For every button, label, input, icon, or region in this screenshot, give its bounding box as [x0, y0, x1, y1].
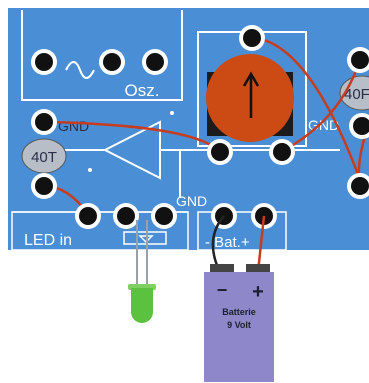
- transistor-40f: 40F: [339, 75, 369, 111]
- right-pad-mid[interactable]: [349, 113, 369, 139]
- gnd-mid-label: GND: [176, 193, 207, 209]
- circuit-board: [8, 8, 369, 250]
- led-pad-1[interactable]: [75, 203, 101, 229]
- transistor-pad-top[interactable]: [31, 109, 57, 135]
- gnd-left-label: GND: [58, 118, 89, 134]
- transistor-pad-bottom[interactable]: [31, 173, 57, 199]
- transistor-left-label: 40T: [31, 149, 57, 166]
- amplifier-symbol: [60, 111, 340, 198]
- solder-pads: [31, 25, 369, 229]
- led-pad-3[interactable]: [151, 203, 177, 229]
- battery-voltage: 9 Volt: [227, 320, 251, 330]
- wave-icon: [65, 61, 95, 79]
- battery-zone: [197, 211, 287, 251]
- potentiometer-block: [197, 31, 307, 147]
- osc-pad-3[interactable]: [142, 49, 168, 75]
- led-pad-2[interactable]: [113, 203, 139, 229]
- pot-pad-top[interactable]: [239, 25, 265, 51]
- battery-body: [204, 272, 274, 382]
- pot-pad-left[interactable]: [207, 139, 233, 165]
- osc-pad-2[interactable]: [99, 49, 125, 75]
- battery-area-label: - Bat.+: [205, 234, 250, 251]
- transistor-40t: 40T: [21, 138, 67, 174]
- right-pad-top[interactable]: [347, 47, 369, 73]
- led-component[interactable]: [128, 220, 156, 323]
- green-led-icon: [131, 288, 153, 323]
- battery-plus-symbol: +: [252, 281, 264, 303]
- pot-pad-right[interactable]: [269, 139, 295, 165]
- oscillator-block: Osz.: [21, 10, 183, 101]
- transistor-right-label: 40F: [344, 86, 369, 103]
- osc-pad-1[interactable]: [31, 49, 57, 75]
- oscillator-label: Osz.: [125, 81, 160, 100]
- battery-9v[interactable]: − + Batterie 9 Volt: [204, 264, 274, 382]
- arrow-up-icon: [242, 71, 260, 118]
- battery-minus-symbol: −: [217, 280, 228, 300]
- led-in-label: LED in: [24, 232, 72, 249]
- wire-pot-top-to-right: [250, 36, 362, 182]
- battery-name: Batterie: [222, 307, 256, 317]
- right-pad-bottom[interactable]: [347, 173, 369, 199]
